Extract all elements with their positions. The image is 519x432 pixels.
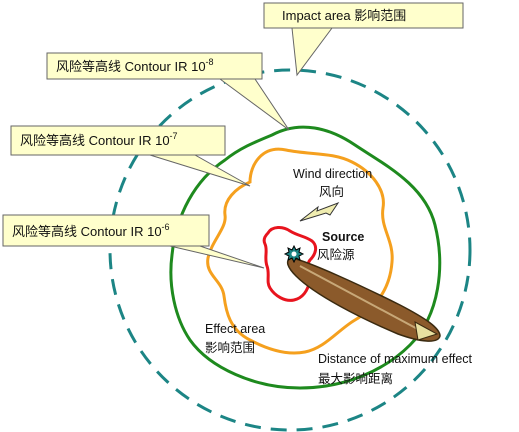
- callout-ir6-text: 风险等高线 Contour IR 10-6: [12, 222, 170, 239]
- plume-shape: [286, 257, 441, 342]
- callout-impact-box: [263, 2, 464, 29]
- callout-ir8: 风险等高线 Contour IR 10-8: [46, 52, 290, 131]
- callout-ir7-box: [10, 125, 226, 156]
- callout-ir7: 风险等高线 Contour IR 10-7: [10, 125, 251, 187]
- contour-ir6: [262, 226, 318, 302]
- callout-ir8-box: [46, 52, 263, 80]
- callout-ir6-box: [2, 214, 210, 247]
- plume-arrow-head: [414, 321, 439, 341]
- wind-direction-label-zh: 风向: [319, 184, 344, 199]
- impact-area-circle: [108, 68, 472, 432]
- contour-ir8: [169, 125, 442, 390]
- callout-ir8-pointer: [218, 78, 290, 131]
- distance-label-en: Distance of maximum effect: [318, 352, 473, 366]
- plume-center-line: [299, 265, 426, 334]
- callout-impact-pointer: [291, 27, 333, 77]
- callout-ir6-pointer: [169, 245, 265, 269]
- contour-ir7: [206, 147, 394, 355]
- distance-label-zh: 最大影响距离: [318, 371, 393, 386]
- source-label-en: Source: [322, 230, 364, 244]
- source-dot: [291, 251, 297, 257]
- effect-area-label-zh: 影响范围: [205, 340, 255, 355]
- callout-impact-text: Impact area 影响范围: [282, 8, 406, 23]
- callout-impact-area: Impact area 影响范围: [263, 2, 464, 77]
- source-marker: [283, 244, 305, 264]
- wind-direction-label-en: Wind direction: [293, 167, 372, 181]
- callout-ir8-text: 风险等高线 Contour IR 10-8: [56, 57, 214, 74]
- callout-ir7-text: 风险等高线 Contour IR 10-7: [20, 131, 178, 148]
- source-label-zh: 风险源: [317, 247, 355, 262]
- callout-ir6: 风险等高线 Contour IR 10-6: [2, 214, 265, 269]
- wind-direction-arrow: [299, 201, 340, 222]
- effect-area-label-en: Effect area: [205, 322, 265, 336]
